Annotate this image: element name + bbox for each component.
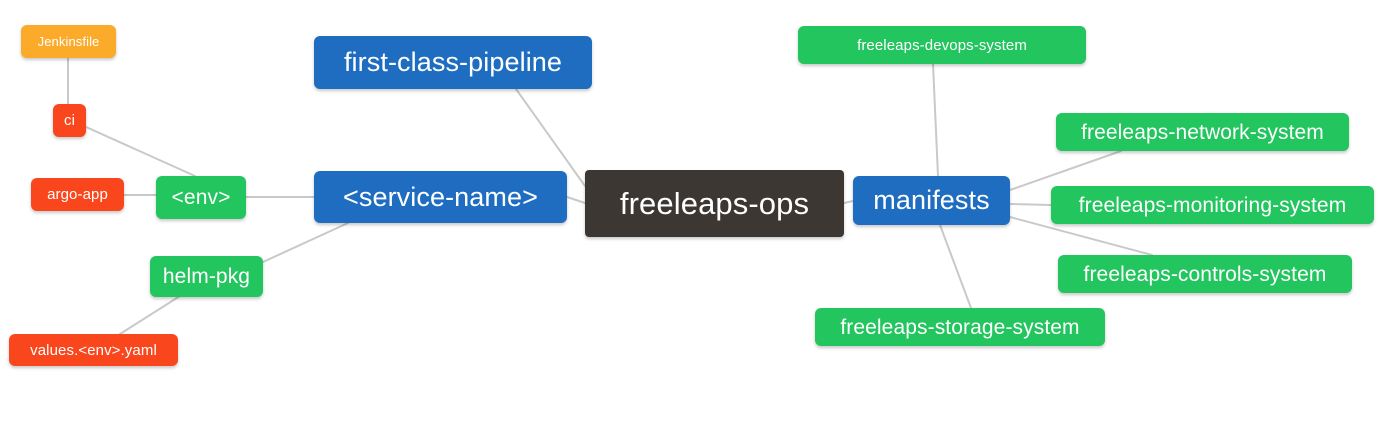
- mindmap-node-label: freeleaps-storage-system: [840, 315, 1080, 339]
- edge-env-to-ci: [85, 126, 196, 177]
- mindmap-node-label: Jenkinsfile: [37, 34, 100, 49]
- mindmap-node-label: freeleaps-ops: [619, 186, 810, 221]
- mindmap-node-first-class-pipeline[interactable]: first-class-pipeline: [314, 36, 592, 89]
- mindmap-node-service-name[interactable]: <service-name>: [314, 171, 567, 223]
- mindmap-node-controls-system[interactable]: freeleaps-controls-system: [1058, 255, 1352, 293]
- mindmap-node-label: helm-pkg: [162, 265, 251, 288]
- mindmap-node-values-yaml[interactable]: values.<env>.yaml: [9, 334, 178, 366]
- edge-manifests-to-network-system: [1009, 150, 1122, 191]
- mindmap-node-label: <service-name>: [343, 181, 538, 212]
- mindmap-node-label: freeleaps-devops-system: [857, 36, 1027, 54]
- mindmap-node-label: values.<env>.yaml: [30, 341, 157, 359]
- mindmap-node-helm-pkg[interactable]: helm-pkg: [150, 256, 263, 297]
- edge-manifests-to-devops-system: [932, 63, 939, 177]
- mindmap-node-env[interactable]: <env>: [156, 176, 246, 219]
- mindmap-node-label: argo-app: [47, 186, 108, 203]
- mindmap-node-argo-app[interactable]: argo-app: [31, 178, 124, 211]
- mindmap-node-label: first-class-pipeline: [343, 47, 563, 77]
- mindmap-node-label: freeleaps-controls-system: [1083, 262, 1327, 286]
- mindmap-node-label: <env>: [171, 186, 231, 209]
- mindmap-node-manifests[interactable]: manifests: [853, 176, 1010, 225]
- edge-root-to-manifests: [843, 200, 854, 204]
- mindmap-node-label: freeleaps-monitoring-system: [1078, 193, 1347, 217]
- mindmap-node-storage-system[interactable]: freeleaps-storage-system: [815, 308, 1105, 346]
- mindmap-node-network-system[interactable]: freeleaps-network-system: [1056, 113, 1349, 151]
- edge-manifests-to-monitoring-system: [1009, 203, 1052, 206]
- edge-helm-pkg-to-values-yaml: [119, 295, 181, 335]
- mindmap-node-jenkinsfile[interactable]: Jenkinsfile: [21, 25, 116, 58]
- mindmap-node-label: ci: [63, 112, 76, 129]
- edge-root-to-service-name: [566, 196, 586, 204]
- mindmap-node-label: freeleaps-network-system: [1081, 120, 1324, 144]
- mindmap-node-label: manifests: [873, 185, 990, 215]
- mindmap-node-monitoring-system[interactable]: freeleaps-monitoring-system: [1051, 186, 1374, 224]
- mindmap-node-devops-system[interactable]: freeleaps-devops-system: [798, 26, 1086, 64]
- mindmap-node-root[interactable]: freeleaps-ops: [585, 170, 844, 237]
- edge-manifests-to-storage-system: [939, 224, 972, 309]
- edge-service-name-to-helm-pkg: [262, 222, 349, 263]
- mindmap-node-ci[interactable]: ci: [53, 104, 86, 137]
